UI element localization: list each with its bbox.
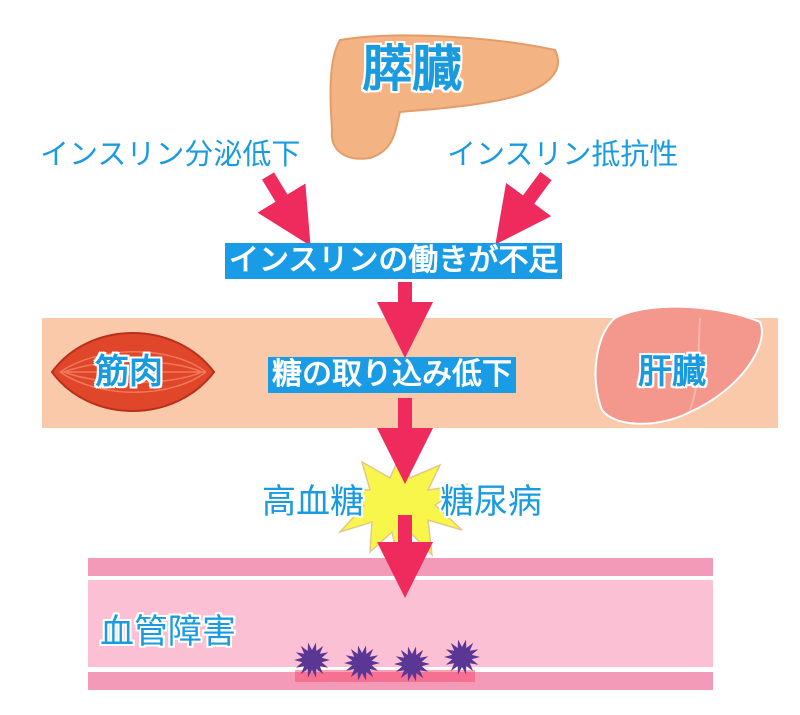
- arrow-right: [495, 171, 552, 245]
- insulin-resistance-label: インスリン抵抗性: [447, 137, 679, 171]
- virus-icon: [394, 646, 430, 682]
- liver-label: 肝臓: [638, 352, 706, 392]
- virus-icon: [294, 642, 330, 678]
- arrow-left: [257, 172, 311, 246]
- vascular-damage-label: 血管障害: [100, 612, 236, 652]
- virus-icon: [444, 639, 480, 675]
- insulin-secretion-decline-label: インスリン分泌低下: [40, 137, 301, 171]
- pancreas-label: 膵臓: [362, 40, 462, 98]
- insufficient-insulin-action-box: インスリンの働きが不足: [225, 243, 563, 279]
- muscle-icon: [50, 332, 216, 412]
- diabetes-label: 糖尿病: [440, 482, 542, 522]
- virus-icons: [294, 639, 480, 682]
- virus-icon: [344, 645, 380, 681]
- liver-icon: [594, 305, 763, 425]
- reduced-glucose-uptake-box: 糖の取り込み低下: [268, 357, 516, 393]
- pancreas-icon: [329, 34, 559, 160]
- muscle-label: 筋肉: [95, 352, 163, 392]
- hyperglycemia-label: 高血糖: [262, 482, 364, 522]
